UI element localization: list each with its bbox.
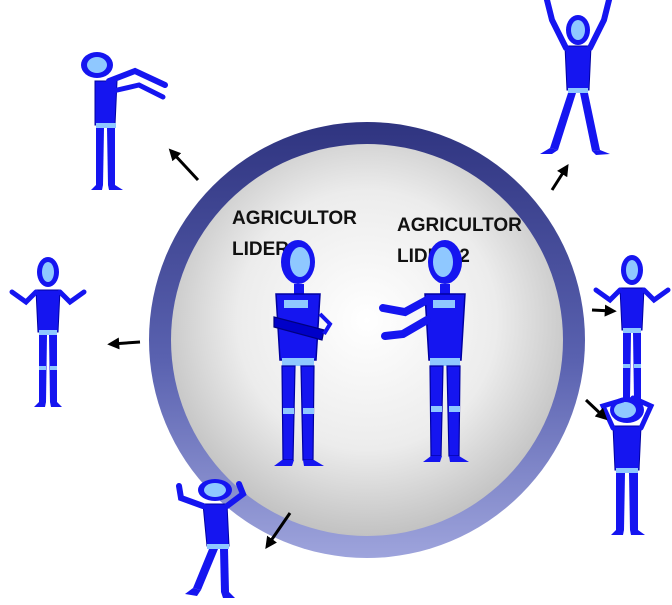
follower-left-figure-icon (12, 257, 84, 407)
follower-top-left-figure-icon (81, 52, 165, 190)
follower-top-right-figure-icon (540, 0, 612, 155)
arrow-right-icon (591, 304, 617, 317)
leader-1-line1: AGRICULTOR (232, 208, 357, 229)
central-circle (149, 122, 585, 558)
follower-bottom-right-figure-icon (603, 397, 651, 535)
leader-2-line1: AGRICULTOR (397, 215, 522, 236)
arrow-left-icon (107, 337, 141, 350)
arrow-bottom-left-icon (265, 512, 292, 549)
arrows (107, 148, 617, 549)
arrow-top-left-icon (168, 148, 200, 182)
arrow-top-right-icon (550, 163, 569, 191)
arrow-bottom-right-icon (584, 398, 608, 421)
follower-right-figure-icon (596, 255, 668, 405)
circle-disc (171, 144, 563, 536)
